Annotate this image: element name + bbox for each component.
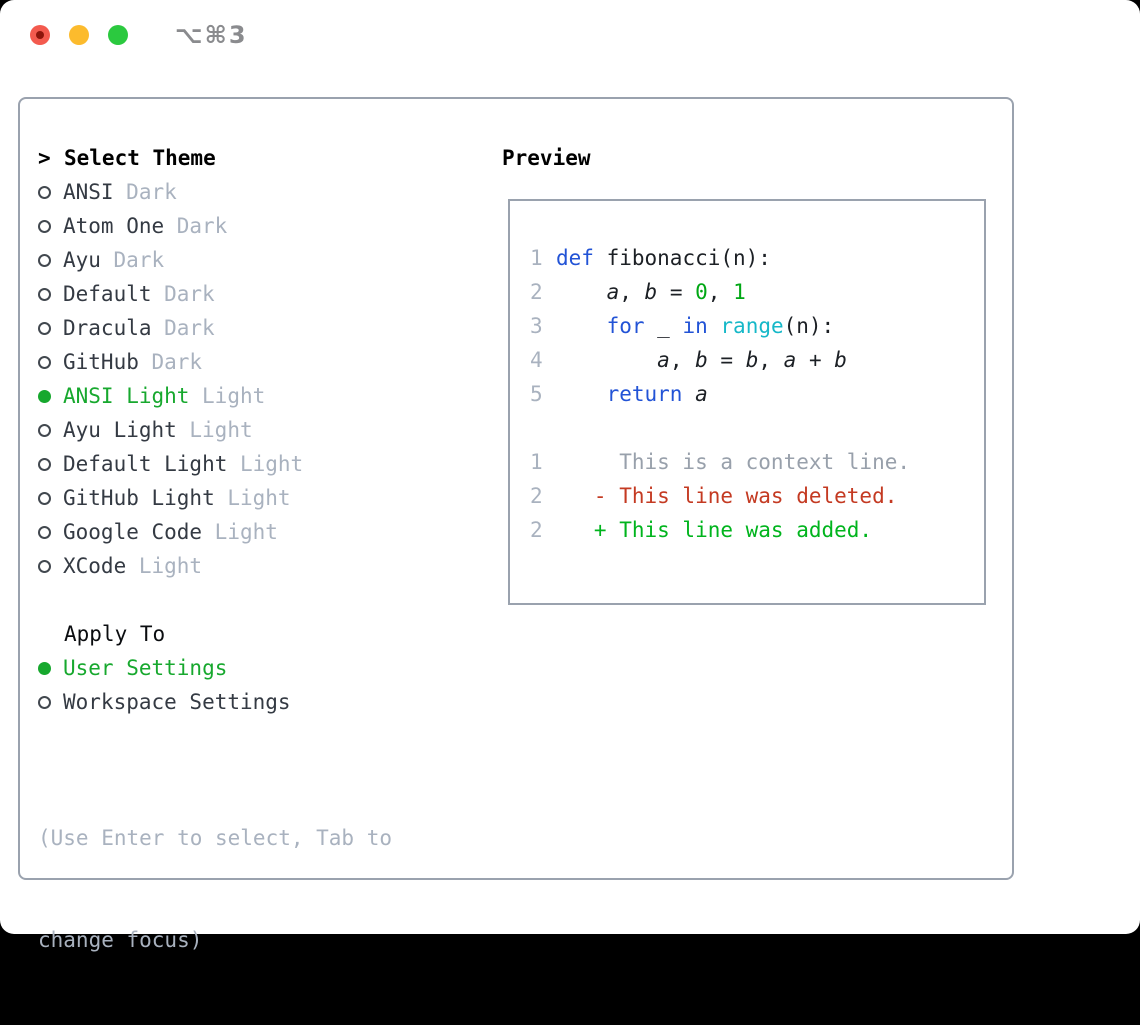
line-number: 5: [530, 382, 556, 406]
theme-option-github-light[interactable]: GitHub Light Light: [38, 481, 392, 515]
theme-name: Atom One: [63, 214, 164, 238]
theme-tag: Dark: [177, 214, 228, 238]
minimize-button[interactable]: [69, 25, 89, 45]
theme-name: GitHub: [63, 350, 139, 374]
apply-to-title: Apply To: [64, 622, 165, 646]
theme-option-dracula-dark[interactable]: Dracula Dark: [38, 311, 392, 345]
line-number: 2: [530, 518, 556, 542]
radio-unselected-icon: [38, 322, 51, 335]
window-title: ⌥⌘3: [175, 21, 248, 49]
theme-option-ayu-dark[interactable]: Ayu Dark: [38, 243, 392, 277]
line-number: 2: [530, 280, 556, 304]
zoom-button[interactable]: [108, 25, 128, 45]
diff-context-line: 1 This is a context line.: [530, 445, 984, 479]
theme-name: ANSI: [63, 180, 114, 204]
theme-tag: Light: [227, 486, 290, 510]
theme-tag: Light: [139, 554, 202, 578]
line-number: 4: [530, 348, 556, 372]
line-number: 3: [530, 314, 556, 338]
app-window: ⌥⌘3 >Select Theme ANSI Dark Atom One Dar…: [0, 0, 1140, 934]
radio-unselected-icon: [38, 526, 51, 539]
option-user-settings[interactable]: User Settings: [38, 651, 392, 685]
apply-to-header: Apply To: [38, 617, 392, 651]
theme-tag: Dark: [164, 282, 215, 306]
theme-name: Default: [63, 282, 152, 306]
select-theme-title: Select Theme: [64, 146, 216, 170]
theme-option-atom-one-dark[interactable]: Atom One Dark: [38, 209, 392, 243]
line-number: 1: [530, 450, 556, 474]
radio-unselected-icon: [38, 288, 51, 301]
code-line: 4 a, b = b, a + b: [530, 343, 984, 377]
theme-name: Default Light: [63, 452, 227, 476]
theme-name: Google Code: [63, 520, 202, 544]
theme-picker-panel: >Select Theme ANSI Dark Atom One Dark Ay…: [18, 97, 1014, 880]
code-line: 3 for _ in range(n):: [530, 309, 984, 343]
code-line: 5 return a: [530, 377, 984, 411]
blank-line: [530, 411, 984, 445]
radio-unselected-icon: [38, 424, 51, 437]
radio-selected-icon: [38, 662, 51, 675]
theme-option-xcode-light[interactable]: XCode Light: [38, 549, 392, 583]
line-number: 1: [530, 246, 556, 270]
option-label: Workspace Settings: [63, 690, 291, 714]
radio-unselected-icon: [38, 458, 51, 471]
close-dot-icon: [36, 31, 44, 39]
option-label: User Settings: [63, 656, 227, 680]
preview-header: Preview: [502, 141, 591, 175]
window-titlebar: ⌥⌘3: [0, 0, 1140, 70]
code-line: 2 a, b = 0, 1: [530, 275, 984, 309]
spacer: [38, 583, 392, 617]
diff-deleted-line: 2 - This line was deleted.: [530, 479, 984, 513]
theme-name: Ayu Light: [63, 418, 177, 442]
prompt-icon: >: [38, 146, 64, 170]
close-button[interactable]: [30, 25, 50, 45]
radio-unselected-icon: [38, 254, 51, 267]
theme-option-ansi-dark[interactable]: ANSI Dark: [38, 175, 392, 209]
theme-option-google-code-light[interactable]: Google Code Light: [38, 515, 392, 549]
diff-added-line: 2 + This line was added.: [530, 513, 984, 547]
radio-unselected-icon: [38, 492, 51, 505]
theme-name: Dracula: [63, 316, 152, 340]
radio-unselected-icon: [38, 220, 51, 233]
theme-tag: Dark: [114, 248, 165, 272]
select-theme-header: >Select Theme: [38, 141, 392, 175]
radio-unselected-icon: [38, 696, 51, 709]
option-workspace-settings[interactable]: Workspace Settings: [38, 685, 392, 719]
theme-option-default-dark[interactable]: Default Dark: [38, 277, 392, 311]
theme-name: ANSI Light: [63, 384, 189, 408]
theme-tag: Dark: [126, 180, 177, 204]
radio-unselected-icon: [38, 560, 51, 573]
theme-tag: Light: [189, 418, 252, 442]
theme-option-github-dark[interactable]: GitHub Dark: [38, 345, 392, 379]
theme-tag: Light: [215, 520, 278, 544]
theme-option-ansi-light[interactable]: ANSI Light Light: [38, 379, 392, 413]
radio-unselected-icon: [38, 356, 51, 369]
theme-tag: Light: [202, 384, 265, 408]
theme-name: Ayu: [63, 248, 101, 272]
theme-name: GitHub Light: [63, 486, 215, 510]
help-text: (Use Enter to select, Tab to change focu…: [38, 753, 392, 1025]
theme-tag: Dark: [151, 350, 202, 374]
help-line: change focus): [38, 923, 392, 957]
theme-name: XCode: [63, 554, 126, 578]
theme-option-default-light[interactable]: Default Light Light: [38, 447, 392, 481]
theme-tag: Dark: [164, 316, 215, 340]
radio-selected-icon: [38, 390, 51, 403]
theme-option-ayu-light[interactable]: Ayu Light Light: [38, 413, 392, 447]
theme-tag: Light: [240, 452, 303, 476]
spacer: [38, 719, 392, 753]
radio-unselected-icon: [38, 186, 51, 199]
line-number: 2: [530, 484, 556, 508]
theme-list: >Select Theme ANSI Dark Atom One Dark Ay…: [38, 141, 392, 1025]
help-line: (Use Enter to select, Tab to: [38, 821, 392, 855]
